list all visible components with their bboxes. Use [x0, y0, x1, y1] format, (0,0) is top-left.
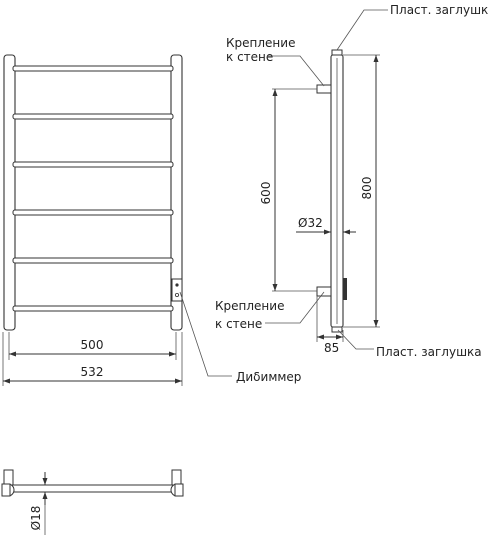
rung [12, 113, 174, 120]
rung [12, 209, 174, 216]
right-rail [170, 54, 183, 331]
top-mount-label-2: к стене [226, 50, 273, 64]
dimmer-box [171, 278, 183, 302]
front-view: Диδиммер 500 532 [2, 54, 301, 386]
rung [12, 305, 174, 312]
dimmer-label: Диδиммер [236, 370, 301, 384]
top-mount-label-1: Крепление [226, 36, 295, 50]
bottom-plug-label: Пласт. заглушка [376, 345, 482, 359]
dim-85: 85 [324, 341, 339, 355]
dim-500: 500 [81, 338, 104, 352]
left-rail [3, 54, 16, 331]
dim-d18: Ø18 [29, 506, 43, 531]
top-view-bar [9, 484, 177, 493]
top-view: Ø18 [1, 469, 184, 535]
side-view: 600 800 Ø32 85 Пласт. заглушка Пласт. за… [215, 3, 488, 359]
rung [12, 65, 174, 72]
bottom-wall-mount [272, 278, 347, 300]
dim-800: 800 [360, 177, 374, 200]
dim-d32: Ø32 [298, 216, 323, 230]
dim-532: 532 [81, 365, 104, 379]
top-plug-label: Пласт. заглушка [390, 3, 488, 17]
top-wall-mount [272, 84, 332, 94]
top-plug [331, 49, 343, 56]
rung [12, 161, 174, 168]
bottom-mount-label-2: к стене [215, 317, 262, 331]
dim-600: 600 [259, 182, 273, 205]
bottom-mount-label-1: Крепление [215, 299, 284, 313]
rung [12, 257, 174, 264]
bottom-plug [331, 326, 343, 333]
